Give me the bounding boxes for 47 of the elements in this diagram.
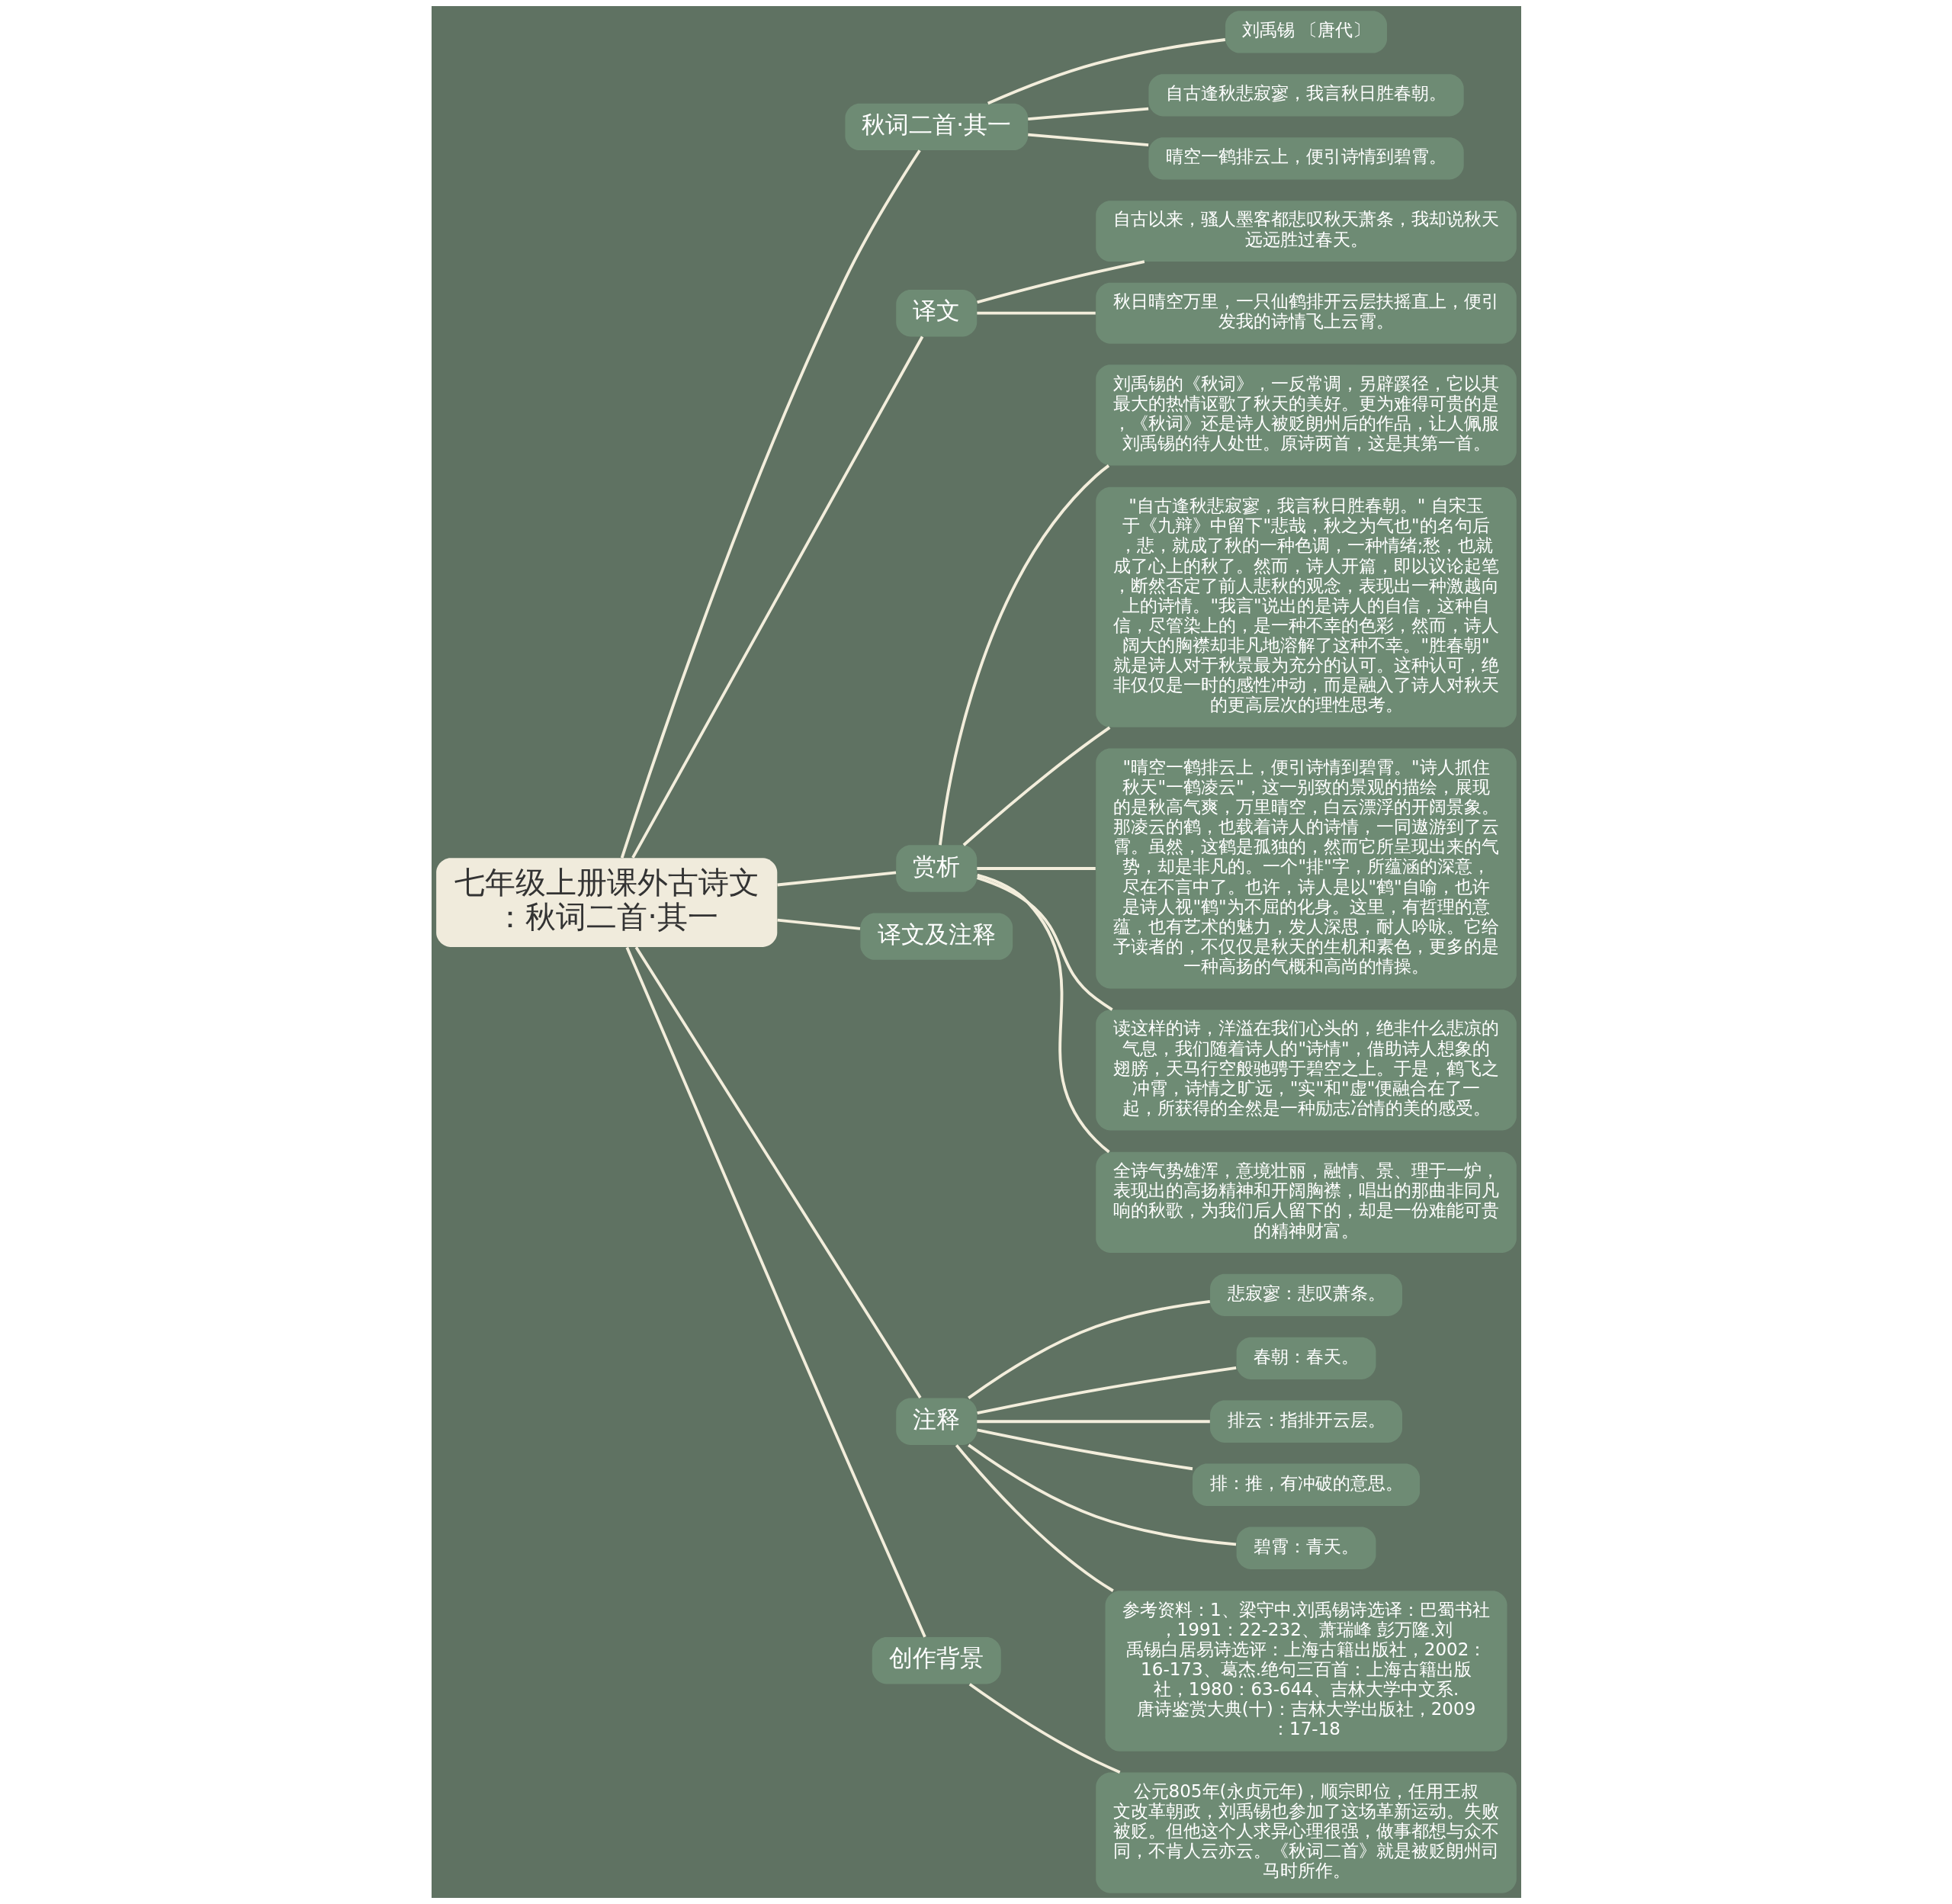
node-box: 赏析 [895, 845, 977, 892]
connector [631, 336, 923, 859]
node-box: 公元805年(永贞元年)，顺宗即位，任用王叔文改革朝政，刘禹锡也参加了这场革新运动。失败被贬。但他这个人求异心理很强，做事都想与众不同，不肯人云亦云。《秋词二首》就是被贬朗州司马时所作。 [1095, 1772, 1517, 1893]
connector [976, 867, 1096, 870]
connector [634, 946, 922, 1398]
node-box: 译文及注释 [859, 913, 1013, 960]
connector [976, 1428, 1193, 1471]
connector [987, 38, 1225, 105]
node-box: 悲寂寥：悲叹萧条。 [1209, 1273, 1402, 1316]
node-box: 秋日晴空万里，一只仙鹤排开云层扶摇直上，便引发我的诗情飞上云霄。 [1095, 282, 1517, 344]
node-box: 排云：指排开云层。 [1209, 1400, 1402, 1443]
node-box: "晴空一鹤排云上，便引诗情到碧霄。"诗人抓住秋天"一鹤凌云"，这一别致的景观的描绘，展现的是秋高气爽，万里晴空，白云漂浮的开阔景象。那凌云的鹤，也载着诗人的诗情，一同遨游到了云霄。虽然，这鹤是孤独的，然而它所呈现出来的气势，却是非凡的。一个"排"字，所蕴涵的深意，尽在不言中了。也许，诗人是以"鹤"自喻，也许是诗人视"鹤"为不屈的化身。这里，有哲理的意蕴，也有艺术的魅力，发人深思，耐人吟咏。它给予读者的，不仅仅是秋天的生机和素色，更多的是一种高扬的气概和高尚的情操。 [1095, 748, 1517, 989]
node-box: 注释 [895, 1398, 977, 1445]
node-box: "自古逢秋悲寂寥，我言秋日胜春朝。" 自宋玉于《九辩》中留下"悲哉，秋之为气也"的名句后，悲，就成了秋的一种色调，一种情绪;愁，也就成了心上的秋了。然而，诗人开篇，即以议论起笔，断然否定了前人悲秋的观念，表现出一种激越向上的诗情。"我言"说出的是诗人的自信，这种自信，尽管染上的，是一种不幸的色彩，然而，诗人阔大的胸襟却非凡地溶解了这种不幸。"胜春朝"就是诗人对于秋景最为充分的认可。这种认可，绝非仅仅是一时的感性冲动，而是融入了诗人对秋天的更高层次的理性思考。 [1095, 486, 1517, 727]
connector [976, 873, 1110, 1154]
node-box: 七年级上册课外古诗文：秋词二首·其一 [435, 858, 777, 947]
connector [967, 1299, 1210, 1399]
connector [976, 1366, 1236, 1415]
connector [976, 311, 1096, 315]
connector [625, 946, 926, 1638]
node-box: 刘禹锡 〔唐代〕 [1225, 11, 1387, 53]
connector [962, 726, 1110, 846]
node-box: 读这样的诗，洋溢在我们心头的，绝非什么悲凉的气息，我们随着诗人的"诗情"，借助诗人想象的翅膀，天马行空般驰骋于碧空之上。于是，鹤飞之冲霄，诗情之旷远，"实"和"虚"便融合在了一起，所获得的全然是一种励志冶情的美的感受。 [1095, 1010, 1517, 1131]
connector [976, 260, 1145, 304]
node-box: 碧霄：青天。 [1236, 1527, 1376, 1569]
connector [976, 876, 1113, 1011]
node-box: 自古逢秋悲寂寥，我言秋日胜春朝。 [1148, 74, 1464, 117]
connector [955, 1444, 1114, 1592]
connector [1027, 133, 1148, 147]
connector [1027, 107, 1148, 121]
node-box: 自古以来，骚人墨客都悲叹秋天萧条，我却说秋天远远胜过春天。 [1095, 201, 1517, 262]
node-box: 秋词二首·其一 [844, 103, 1028, 151]
node-box: 晴空一鹤排云上，便引诗情到碧霄。 [1148, 137, 1464, 180]
node-box: 创作背景 [872, 1637, 1001, 1684]
node-box: 参考资料：1、梁守中.刘禹锡诗选译：巴蜀书社，1991：22-232、萧瑞峰 彭万隆.刘禹锡白居易诗选评：上海古籍出版社，2002：16-173、葛杰.绝句三百首：上海古籍出版社，1980：63-644、吉林大学中文系.唐诗鉴赏大典(十)：吉林大学出版社，2009：17-18 [1105, 1591, 1507, 1751]
node-box: 译文 [895, 289, 977, 337]
connector [776, 918, 860, 930]
connector [620, 149, 921, 859]
connector [938, 464, 1109, 846]
node-box: 春朝：春天。 [1236, 1337, 1376, 1379]
connector [968, 1683, 1120, 1774]
connector [776, 871, 896, 887]
connector [967, 1443, 1236, 1546]
node-box: 全诗气势雄浑，意境壮丽，融情、景、理于一炉，表现出的高扬精神和开阔胸襟，唱出的那曲非同凡响的秋歌，为我们后人留下的，却是一份难能可贵的精神财富。 [1095, 1151, 1517, 1253]
node-box: 排：推，有冲破的意思。 [1192, 1463, 1420, 1506]
connector [976, 1420, 1210, 1424]
node-box: 刘禹锡的《秋词》，一反常调，另辟蹊径，它以其最大的热情讴歌了秋天的美好。更为难得可贵的是，《秋词》还是诗人被贬朗州后的作品，让人佩服刘禹锡的待人处世。原诗两首，这是其第一首。 [1095, 364, 1517, 466]
